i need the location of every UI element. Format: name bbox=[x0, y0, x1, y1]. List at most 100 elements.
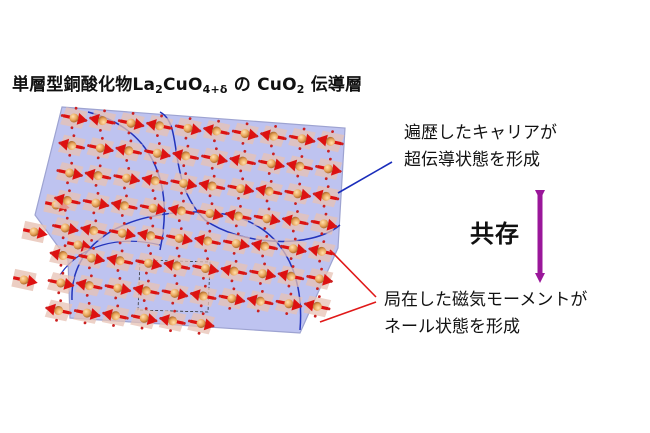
oxygen-atom bbox=[272, 274, 276, 278]
oxygen-atom bbox=[168, 207, 172, 210]
oxygen-atom bbox=[203, 127, 207, 130]
oxygen-atom bbox=[184, 136, 188, 140]
spin-arrow-head bbox=[295, 243, 307, 256]
oxygen-atom bbox=[156, 291, 160, 295]
oxygen-atom bbox=[127, 167, 131, 170]
spin-site bbox=[132, 279, 161, 302]
oxygen-atom bbox=[189, 239, 193, 243]
oxygen-atom bbox=[144, 149, 147, 153]
spin-arrow-head bbox=[303, 299, 315, 312]
spin-site bbox=[189, 284, 218, 308]
oxygen-atom bbox=[173, 274, 177, 278]
copper-atom bbox=[238, 156, 248, 166]
copper-atom bbox=[98, 116, 107, 126]
oxygen-atom bbox=[296, 174, 300, 178]
oxygen-atom bbox=[294, 202, 297, 205]
spin-arrow-head bbox=[89, 308, 101, 320]
copper-atom bbox=[60, 223, 70, 233]
copper-atom bbox=[122, 173, 132, 183]
oxygen-atom bbox=[55, 318, 58, 322]
oxygen-atom bbox=[193, 184, 197, 188]
oxygen-atom bbox=[114, 296, 118, 300]
spin-site bbox=[86, 136, 115, 160]
oxygen-atom bbox=[287, 284, 291, 288]
oxygen-atom bbox=[340, 142, 344, 146]
oxygen-atom bbox=[94, 219, 98, 223]
oxygen-atom bbox=[79, 174, 83, 177]
spin-arrow-head bbox=[194, 234, 206, 247]
spin-arrow-head bbox=[101, 308, 113, 321]
oxygen-atom bbox=[218, 242, 221, 245]
copper-atom bbox=[174, 233, 184, 243]
copper-atom bbox=[201, 264, 210, 273]
spin-site bbox=[191, 257, 220, 280]
spin-site bbox=[202, 119, 231, 143]
oxygen-atom bbox=[263, 262, 266, 266]
spin-arrow-head bbox=[186, 178, 198, 191]
oxygen-atom bbox=[154, 319, 158, 323]
oxygen-atom bbox=[191, 211, 195, 215]
oxygen-atom bbox=[142, 299, 146, 302]
spin-arrow-head bbox=[234, 293, 246, 306]
oxygen-atom bbox=[283, 137, 287, 141]
copper-atom bbox=[150, 176, 160, 186]
spin-site bbox=[158, 309, 187, 333]
oxygen-atom bbox=[102, 311, 106, 315]
oxygen-atom bbox=[241, 141, 245, 145]
oxygen-atom bbox=[156, 134, 159, 137]
oxygen-atom bbox=[145, 271, 148, 275]
oxygen-atom bbox=[94, 183, 98, 187]
copper-atom bbox=[62, 196, 72, 205]
spin-arrow-head bbox=[155, 203, 167, 216]
oxygen-atom bbox=[248, 217, 252, 220]
oxygen-atom bbox=[97, 314, 101, 317]
oxygen-atom bbox=[116, 304, 120, 308]
spin-arrow-head bbox=[322, 273, 334, 286]
spin-array bbox=[44, 106, 345, 335]
oxygen-atom bbox=[73, 309, 77, 313]
spin-site bbox=[106, 249, 134, 272]
oxygen-atom bbox=[161, 236, 164, 240]
oxygen-atom bbox=[212, 174, 216, 178]
spin-site bbox=[108, 222, 137, 245]
spin-site bbox=[84, 164, 112, 187]
oxygen-atom bbox=[241, 177, 245, 181]
oxygen-atom bbox=[68, 153, 72, 157]
spin-site bbox=[224, 204, 253, 228]
oxygen-atom bbox=[227, 184, 231, 188]
oxygen-atom bbox=[220, 214, 224, 218]
oxygen-atom bbox=[334, 224, 338, 228]
oxygen-atom bbox=[170, 179, 174, 183]
oxygen-atom bbox=[338, 169, 342, 173]
spin-site bbox=[117, 112, 145, 135]
spin-arrow-head bbox=[132, 284, 144, 296]
spin-arrow-head bbox=[145, 119, 157, 131]
oxygen-atom bbox=[289, 292, 293, 296]
oxygen-atom bbox=[125, 316, 129, 320]
oxygen-atom bbox=[125, 194, 128, 198]
oxygen-atom bbox=[182, 164, 186, 168]
carrier-description: 遍歴したキャリアが 超伝導状態を形成 bbox=[404, 120, 557, 174]
spin-arrow-head bbox=[243, 183, 255, 196]
oxygen-atom bbox=[163, 209, 167, 213]
oxygen-atom bbox=[136, 179, 140, 183]
oxygen-atom bbox=[259, 282, 262, 285]
copper-atom bbox=[95, 143, 105, 153]
oxygen-atom bbox=[260, 290, 264, 293]
copper-atom bbox=[124, 146, 134, 156]
copper-atom bbox=[67, 141, 77, 150]
oxygen-atom bbox=[324, 212, 328, 216]
oxygen-atom bbox=[253, 162, 256, 165]
copper-atom bbox=[91, 198, 101, 208]
oxygen-atom bbox=[65, 216, 69, 220]
oxygen-atom bbox=[329, 279, 333, 283]
oxygen-atom bbox=[306, 275, 310, 278]
oxygen-atom bbox=[161, 289, 165, 293]
oxygen-atom bbox=[303, 249, 307, 253]
spin-site bbox=[217, 287, 246, 310]
copper-atom bbox=[260, 241, 270, 251]
spin-arrow-head bbox=[53, 193, 65, 206]
spin-site bbox=[250, 235, 279, 258]
oxygen-atom bbox=[140, 326, 144, 330]
copper-atom bbox=[170, 288, 180, 298]
